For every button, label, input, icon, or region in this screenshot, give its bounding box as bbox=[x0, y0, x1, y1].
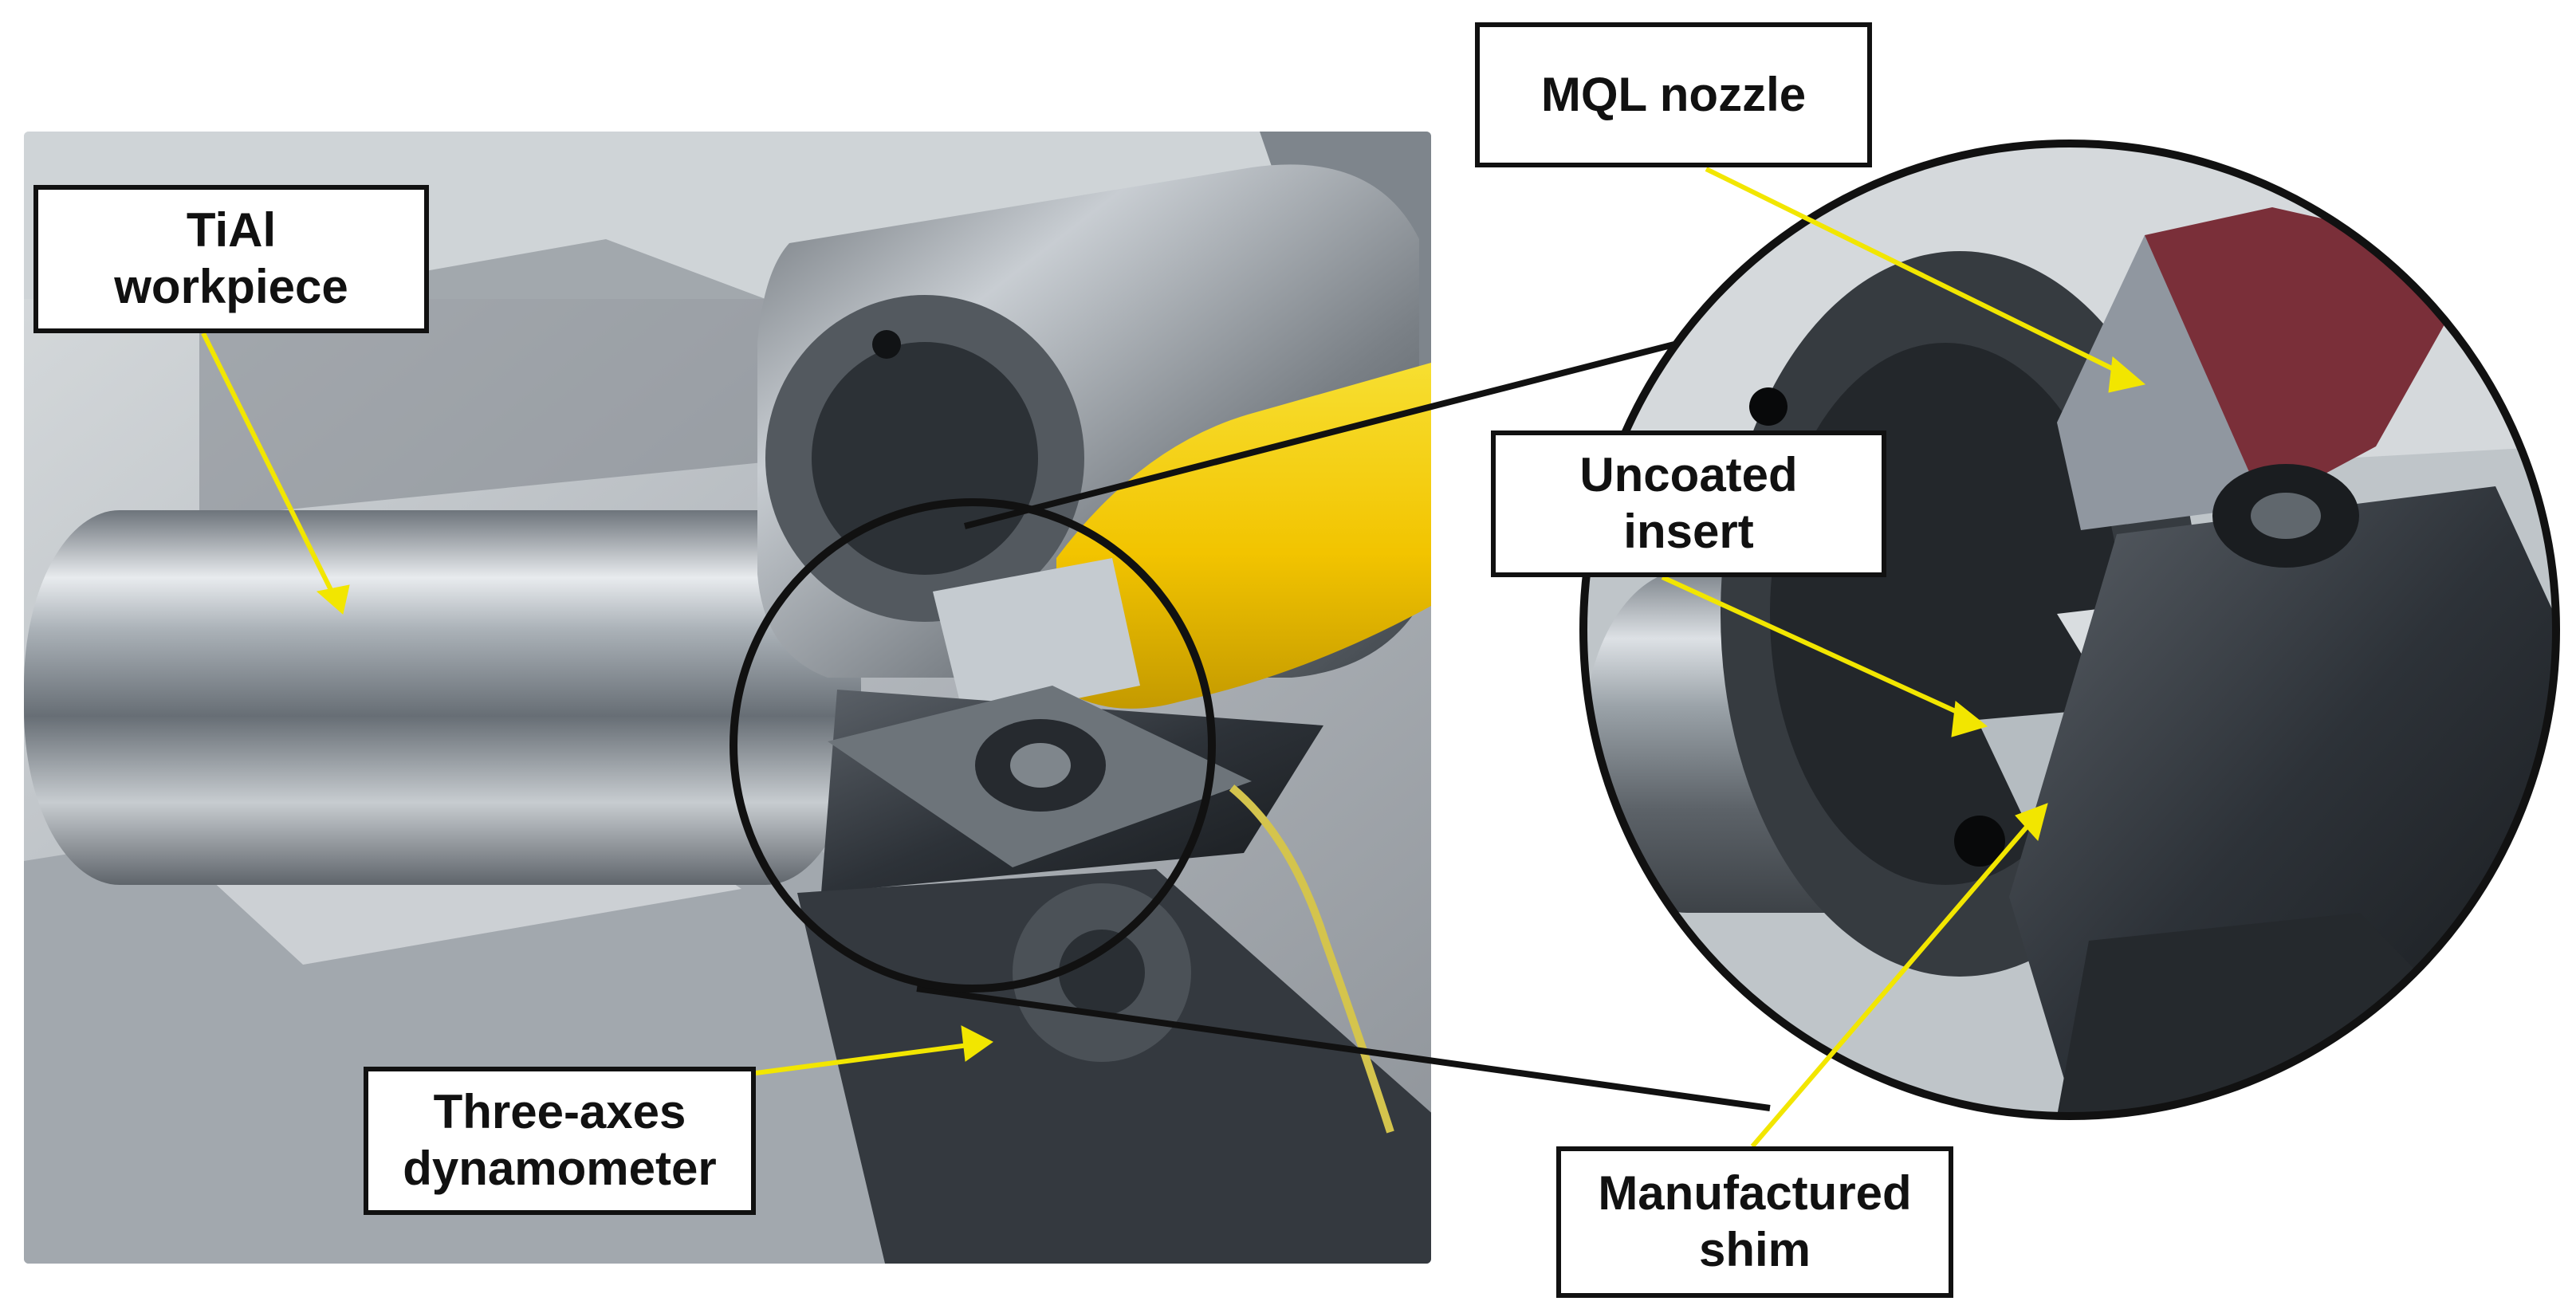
manufactured-shim-line-2: shim bbox=[1698, 1223, 1811, 1276]
nozzle-pointer bbox=[1705, 167, 2126, 377]
tial-workpiece-label: TiAl workpiece bbox=[33, 185, 429, 333]
shim-pointer bbox=[1750, 818, 2035, 1148]
manufactured-shim-line-1: Manufactured bbox=[1598, 1166, 1912, 1221]
uncoated-insert-label: Uncoated insert bbox=[1491, 430, 1886, 577]
insert-pointer-head bbox=[1951, 701, 1988, 737]
mql-nozzle-label: MQL nozzle bbox=[1475, 22, 1872, 167]
mql-nozzle-line-1: MQL nozzle bbox=[1540, 67, 1807, 121]
main-photo bbox=[24, 132, 1431, 1264]
workpiece-pointer bbox=[201, 332, 337, 599]
uncoated-insert-line-1: Uncoated bbox=[1579, 448, 1798, 502]
nozzle-pointer-head bbox=[2108, 356, 2146, 393]
tial-workpiece-line-1: TiAl bbox=[186, 203, 277, 257]
dynamometer-line-1: Three-axes bbox=[433, 1085, 686, 1139]
insert-pointer bbox=[1661, 575, 1971, 720]
dynamometer-label: Three-axes dynamometer bbox=[364, 1067, 756, 1215]
pointer-arrows bbox=[201, 167, 2146, 1148]
dynamometer-pointer-head bbox=[961, 1025, 993, 1062]
dynamometer-pointer bbox=[755, 1042, 975, 1075]
magnifier-callout bbox=[730, 140, 2560, 1120]
tial-workpiece-line-2: workpiece bbox=[114, 260, 348, 313]
uncoated-insert-line-2: insert bbox=[1623, 505, 1754, 558]
manufactured-shim-label: Manufactured shim bbox=[1556, 1146, 1953, 1298]
shim-pointer-head bbox=[2015, 803, 2048, 842]
dynamometer-line-2: dynamometer bbox=[403, 1142, 717, 1195]
workpiece-pointer-head bbox=[316, 584, 350, 615]
